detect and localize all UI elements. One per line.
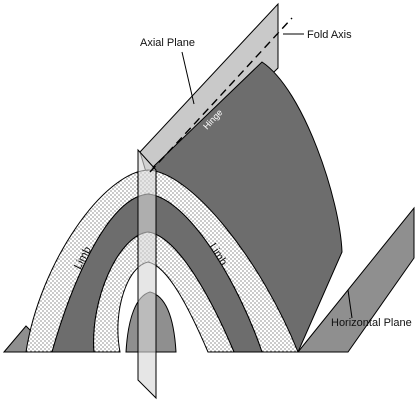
inner-stippled-layer xyxy=(93,231,235,353)
horizontal-plane-right xyxy=(296,206,415,353)
fold-axis-label: Fold Axis xyxy=(307,29,352,41)
axial-plane-leader xyxy=(181,51,195,105)
axial-plane-front xyxy=(137,148,157,400)
horizontal-plane-label: Horizontal Plane xyxy=(331,317,412,329)
fold-axis-line xyxy=(149,17,293,173)
axial-plane-label: Axial Plane xyxy=(140,37,195,49)
horizontal-plane-leader xyxy=(347,289,353,319)
